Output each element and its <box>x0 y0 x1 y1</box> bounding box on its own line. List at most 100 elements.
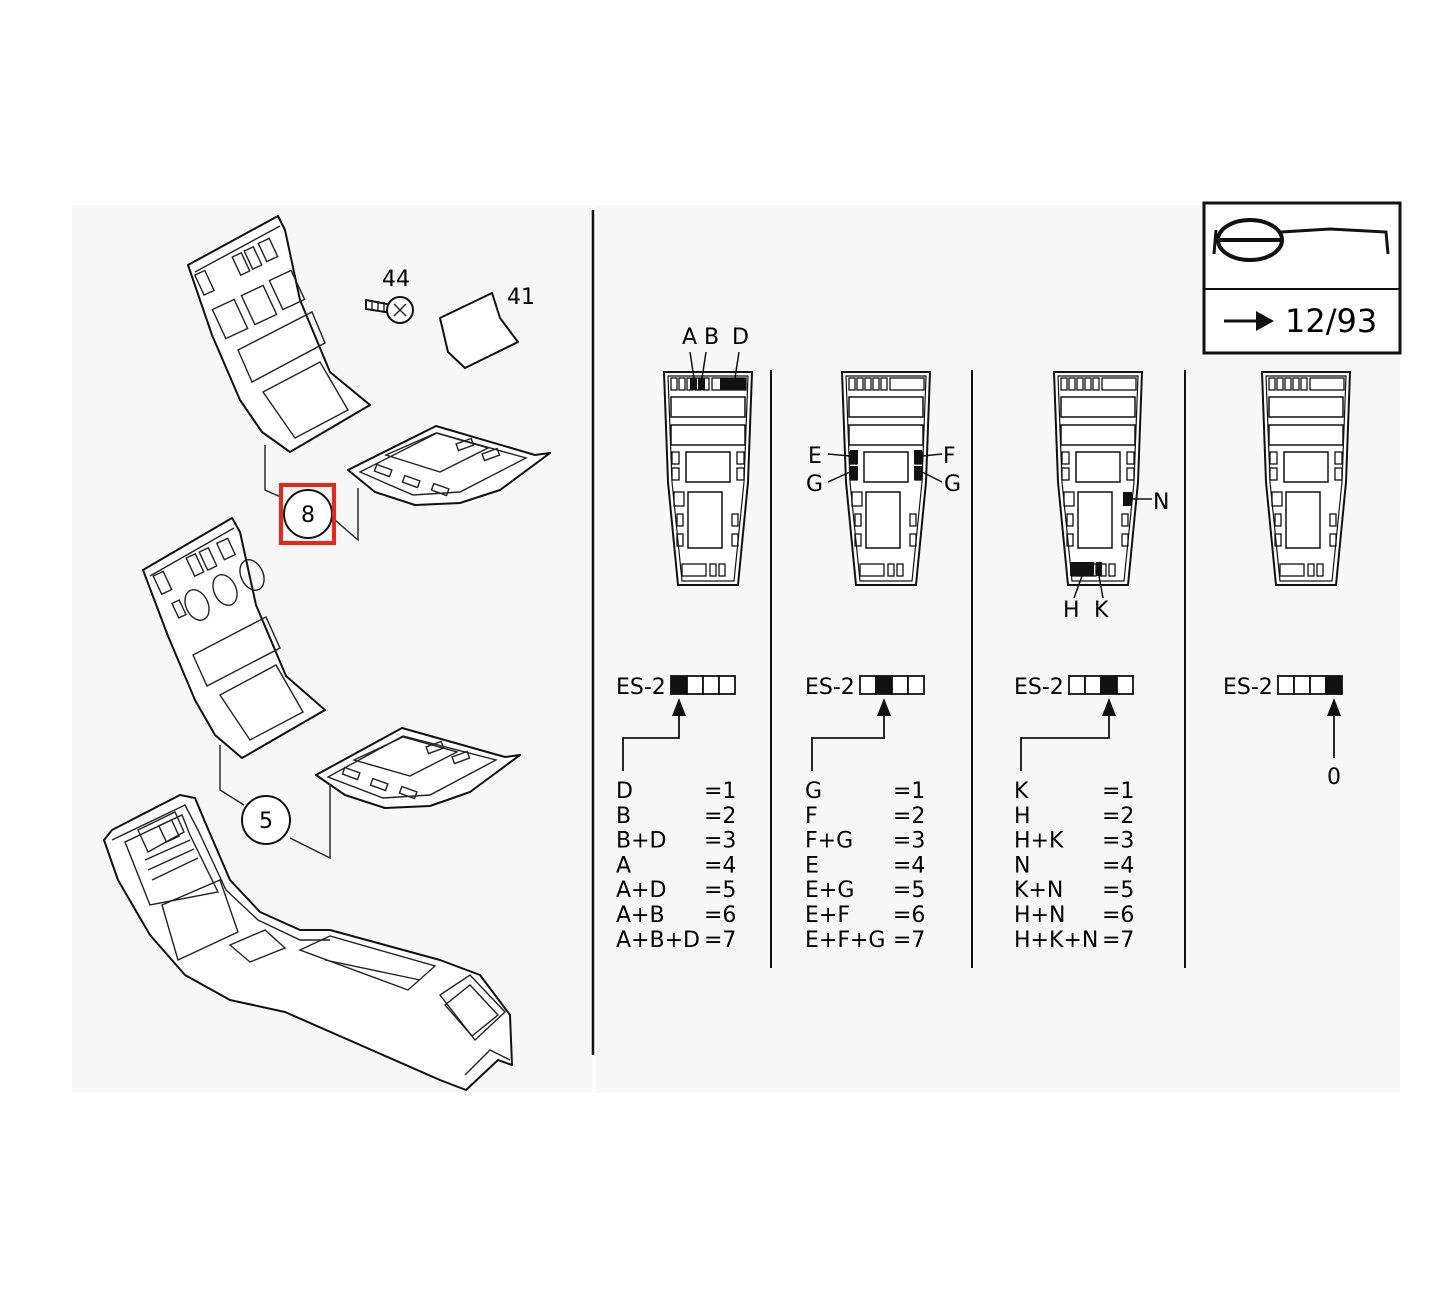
code-value: =2 <box>893 804 925 829</box>
center-console <box>103 794 513 1091</box>
code-value: =3 <box>704 829 736 854</box>
lower-switch <box>731 533 739 547</box>
es-label: ES-2 <box>1014 675 1064 700</box>
switch-slot <box>880 377 888 391</box>
highlight-box <box>279 483 336 545</box>
lower-switch <box>1329 533 1337 547</box>
switch-slot-wide <box>1101 377 1137 391</box>
radio-slot <box>670 424 746 446</box>
switch-h-fill <box>1070 562 1094 576</box>
radio-slot <box>670 396 746 418</box>
radio-slot <box>848 396 924 418</box>
side-switch <box>671 467 680 481</box>
code-combo: A+B+D <box>616 928 700 953</box>
code-combo: A <box>616 853 631 878</box>
switch-k-fill <box>1096 562 1102 576</box>
side-switch <box>671 451 680 465</box>
label-leader <box>827 453 943 483</box>
lower-switch <box>1274 533 1282 547</box>
label-g-left: G <box>806 472 823 497</box>
panel-inner-outline <box>1057 375 1139 582</box>
switch-slot <box>678 377 686 391</box>
code-value: =4 <box>893 853 925 878</box>
switch-b-fill <box>698 378 705 390</box>
lower-switch <box>1066 513 1074 527</box>
code-value: =6 <box>1102 903 1134 928</box>
panel-outline <box>1052 371 1144 586</box>
switch-e-fill <box>850 450 858 464</box>
es-leader <box>622 714 680 771</box>
lower-switch-panel <box>142 517 326 759</box>
switch-slot <box>1276 377 1284 391</box>
es-cell <box>1309 675 1327 695</box>
code-combo: E <box>805 853 819 878</box>
leader-line <box>219 745 245 806</box>
switch-slot <box>1284 377 1292 391</box>
code-combo: B <box>616 804 631 829</box>
bottom-switch <box>896 563 904 577</box>
code-value: =2 <box>704 804 736 829</box>
switch-slot <box>1068 377 1076 391</box>
side-switch <box>1061 451 1070 465</box>
es-cell <box>1116 675 1134 695</box>
lower-tray <box>315 727 521 809</box>
label-h: H <box>1063 598 1080 623</box>
code-value: =2 <box>1102 804 1134 829</box>
bottom-switch <box>887 563 895 577</box>
upper-switch-panel <box>187 215 371 453</box>
code-combo: H <box>1014 804 1031 829</box>
radio-slot <box>1268 396 1344 418</box>
label-d: D <box>732 325 749 350</box>
side-switch <box>1334 451 1343 465</box>
es-arrow-icon <box>877 698 891 716</box>
code-combo: E+F <box>805 903 850 928</box>
display-slot <box>863 451 909 483</box>
leader-line <box>289 785 331 860</box>
arrow-right-icon <box>1224 311 1274 331</box>
display-slot <box>1283 451 1329 483</box>
code-value: =4 <box>1102 853 1134 878</box>
bottom-switch <box>1279 563 1305 577</box>
zero-label: 0 <box>1327 765 1341 790</box>
code-combo: K+N <box>1014 878 1063 903</box>
steering-wheel-icon <box>1212 218 1390 262</box>
lower-switch <box>1063 491 1075 507</box>
date-label: 12/93 <box>1285 302 1377 340</box>
lower-switch <box>909 513 917 527</box>
switch-slot <box>1076 377 1084 391</box>
sticker-icon <box>439 292 519 369</box>
lower-switch <box>676 513 684 527</box>
side-switch <box>1269 467 1278 481</box>
lower-switch <box>1121 533 1129 547</box>
leader-line <box>264 445 284 499</box>
panel-inner-outline <box>845 375 927 582</box>
bottom-switch <box>1108 563 1116 577</box>
lower-switch <box>1121 513 1129 527</box>
es-cell <box>1100 675 1118 695</box>
code-value: =7 <box>1102 928 1134 953</box>
radio-slot <box>1060 424 1136 446</box>
tray-slot <box>687 491 723 549</box>
code-combo: H+K+N <box>1014 928 1098 953</box>
switch-slot <box>1092 377 1100 391</box>
code-value: =6 <box>704 903 736 928</box>
code-value: =6 <box>893 903 925 928</box>
es-cell <box>1084 675 1102 695</box>
switch-slot <box>856 377 864 391</box>
radio-slot <box>848 424 924 446</box>
code-combo: K <box>1014 779 1029 804</box>
es-leader <box>1020 714 1110 771</box>
tray-slot <box>1077 491 1113 549</box>
code-combo: D <box>616 779 633 804</box>
radio-slot <box>1268 424 1344 446</box>
side-switch <box>1126 451 1135 465</box>
screw-icon <box>365 296 414 324</box>
label-leader <box>1073 498 1152 599</box>
bottom-switch <box>1316 563 1324 577</box>
callout-circle-5 <box>241 795 291 845</box>
switch-slot <box>864 377 872 391</box>
